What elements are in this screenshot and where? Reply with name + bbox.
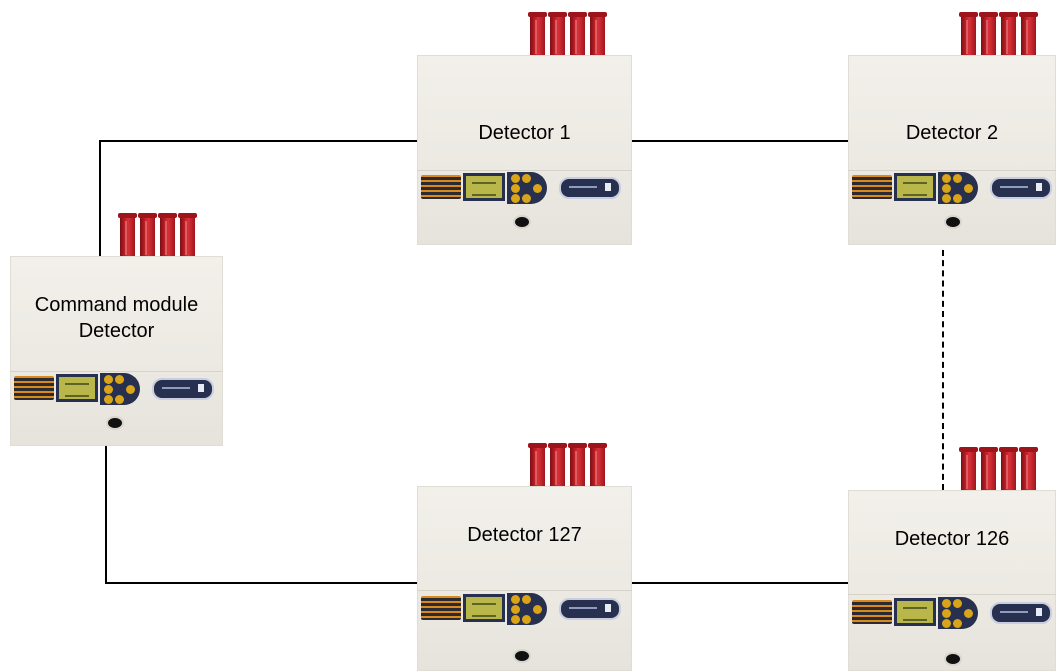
- status-led-strip: [14, 376, 54, 400]
- status-led-strip: [421, 175, 461, 199]
- connector-detector-127-to-command: [105, 446, 107, 584]
- sampling-pipe: [178, 213, 197, 258]
- sampling-pipe: [568, 443, 587, 488]
- connector-detector-1-to-detector-2: [632, 140, 848, 142]
- command-module-unit: Command module Detector: [10, 256, 223, 446]
- sampling-pipe: [1019, 447, 1038, 492]
- connector-command-to-detector-1: [99, 140, 417, 142]
- panel-seam: [848, 594, 1056, 595]
- detector-2-unit: Detector 2: [848, 55, 1056, 245]
- keyhole-icon: [108, 418, 122, 428]
- detector-127-label: Detector 127: [467, 524, 582, 546]
- command-module-label-line-1: Command module: [34, 294, 199, 316]
- sampling-pipe: [568, 12, 587, 57]
- connector-detector-127-to-command: [105, 582, 417, 584]
- keypad: [938, 172, 978, 204]
- detector-1-unit: Detector 1: [417, 55, 632, 245]
- control-panel: [852, 171, 1056, 205]
- keyhole-icon: [946, 654, 960, 664]
- sampling-pipes: [528, 443, 610, 488]
- sampling-pipe: [979, 12, 998, 57]
- detector-2-label: Detector 2: [905, 122, 999, 144]
- sampling-pipe: [528, 443, 547, 488]
- sampling-pipe: [588, 12, 607, 57]
- sampling-pipe: [588, 443, 607, 488]
- keyhole-icon: [515, 217, 529, 227]
- panel-seam: [417, 170, 632, 171]
- brand-badge: [152, 378, 214, 400]
- panel-seam: [417, 590, 632, 591]
- control-panel: [14, 372, 220, 406]
- control-panel: [852, 596, 1056, 630]
- sampling-pipe: [158, 213, 177, 258]
- lcd-display: [463, 173, 505, 201]
- status-led-strip: [421, 596, 461, 620]
- brand-badge: [559, 598, 621, 620]
- sampling-pipe: [138, 213, 157, 258]
- keypad: [938, 597, 978, 629]
- panel-seam: [10, 371, 223, 372]
- keypad: [100, 373, 140, 405]
- sampling-pipes: [959, 447, 1041, 492]
- lcd-display: [463, 594, 505, 622]
- sampling-pipe: [979, 447, 998, 492]
- lcd-display: [894, 598, 936, 626]
- sampling-pipes: [118, 213, 200, 258]
- sampling-pipe: [528, 12, 547, 57]
- brand-badge: [990, 177, 1052, 199]
- sampling-pipe: [1019, 12, 1038, 57]
- detector-126-unit: Detector 126: [848, 490, 1056, 671]
- sampling-pipe: [999, 12, 1018, 57]
- detector-126-label: Detector 126: [894, 528, 1010, 550]
- sampling-pipe: [959, 12, 978, 57]
- control-panel: [421, 171, 627, 205]
- sampling-pipe: [548, 443, 567, 488]
- brand-badge: [990, 602, 1052, 624]
- keypad: [507, 593, 547, 625]
- connector-detector-2-to-detector-126: [942, 250, 944, 490]
- sampling-pipe: [999, 447, 1018, 492]
- lcd-display: [56, 374, 98, 402]
- detector-1-label: Detector 1: [478, 122, 571, 144]
- keyhole-icon: [515, 651, 529, 661]
- sampling-pipe: [548, 12, 567, 57]
- keyhole-icon: [946, 217, 960, 227]
- command-module-label-line-2: Detector: [78, 320, 155, 342]
- sampling-pipes: [959, 12, 1041, 57]
- status-led-strip: [852, 600, 892, 624]
- keypad: [507, 172, 547, 204]
- connector-command-to-detector-1: [99, 140, 101, 258]
- status-led-strip: [852, 175, 892, 199]
- lcd-display: [894, 173, 936, 201]
- sampling-pipes: [528, 12, 610, 57]
- connector-detector-126-to-detector-127: [632, 582, 848, 584]
- panel-seam: [848, 170, 1056, 171]
- control-panel: [421, 592, 627, 626]
- sampling-pipe: [118, 213, 137, 258]
- brand-badge: [559, 177, 621, 199]
- detector-127-unit: Detector 127: [417, 486, 632, 671]
- sampling-pipe: [959, 447, 978, 492]
